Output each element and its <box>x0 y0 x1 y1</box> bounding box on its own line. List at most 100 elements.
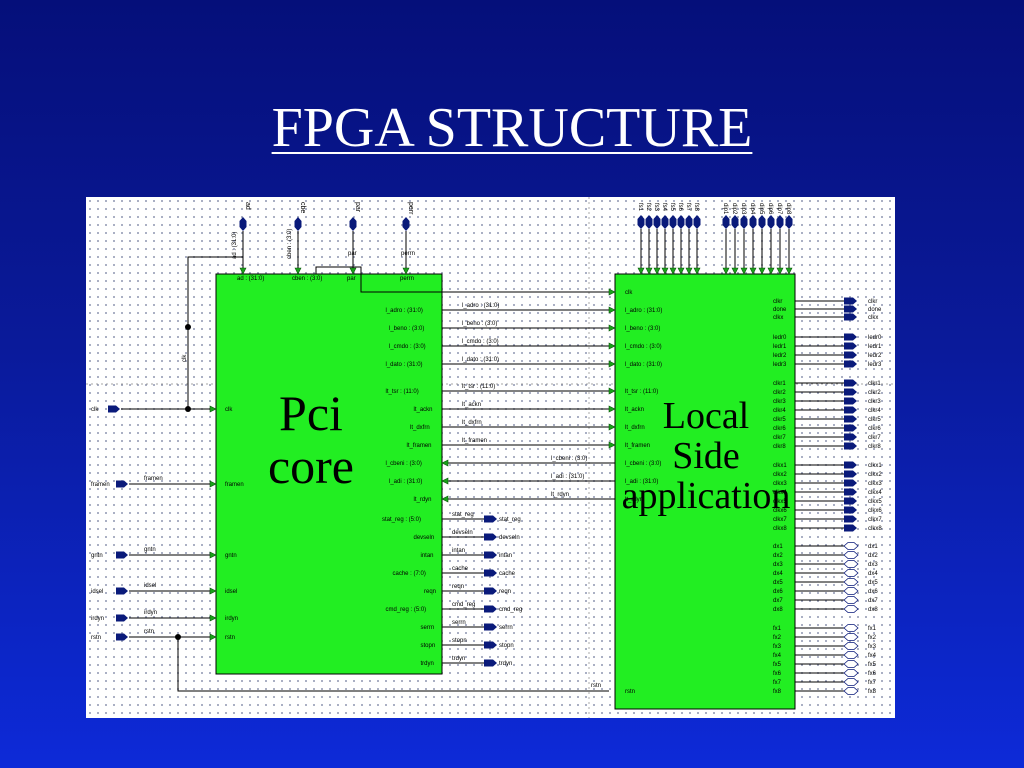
local-right-port-label: clkx1 <box>773 463 787 469</box>
local-top-input-label: fs3 <box>653 203 659 212</box>
local-output-label: clkr1 <box>868 381 881 387</box>
external-input-label: gntn <box>91 553 103 559</box>
local-top-input-port <box>669 215 677 229</box>
local-output-label: clkx1 <box>868 463 882 469</box>
pci-top-port-label: ad : (31:0) <box>237 276 264 282</box>
pci-core-label-line1: Pci <box>279 385 343 441</box>
pci-left-port-arrow <box>209 633 217 641</box>
local-right-port-label: fx7 <box>773 680 782 686</box>
local-top-input-port <box>693 215 701 229</box>
local-output-label: clkx <box>868 315 878 321</box>
local-top-input-label: fs2 <box>645 203 651 212</box>
local-right-port-label: clkr8 <box>773 444 786 450</box>
pci-to-local-net-label: l_cmdo : (3:0) <box>462 339 499 345</box>
external-output-port <box>484 569 497 577</box>
local-top-input-port <box>785 215 793 229</box>
pci-right-port-label: serrn <box>421 625 435 631</box>
local-top-input-label: fs5 <box>669 203 675 212</box>
local-top-input-arrow <box>637 267 645 275</box>
local-output-port <box>844 342 857 350</box>
local-output-label: ledr0 <box>868 335 882 341</box>
external-output-label: stat_reg <box>499 517 521 523</box>
local-output-port <box>844 488 857 496</box>
local-top-input-label: fs1 <box>637 203 643 212</box>
pci-right-port-label: reqn <box>424 589 436 595</box>
local-output-label: fx3 <box>868 644 877 650</box>
pci-left-port-arrow <box>209 614 217 622</box>
local-top-input-arrow <box>776 267 784 275</box>
local-output-port <box>844 297 857 305</box>
external-output-port <box>484 659 497 667</box>
local-output-port <box>844 479 857 487</box>
local-top-input-port <box>740 215 748 229</box>
external-input-port <box>116 551 128 559</box>
external-input-net-label: irdyn <box>144 610 157 616</box>
local-right-port-label: clkx <box>773 315 783 321</box>
local-bidir-port <box>843 596 859 604</box>
local-left-port-arrow <box>608 306 616 314</box>
local-output-port <box>844 424 857 432</box>
external-output-port <box>484 605 497 613</box>
local-right-port-label: done <box>773 307 787 313</box>
external-output-port <box>484 587 497 595</box>
external-top-port <box>239 217 247 231</box>
pci-to-local-net-label: l_beno : (3:0) <box>462 321 497 327</box>
pci-to-local-net-label: l_dato : (31:0) <box>462 357 499 363</box>
pci-right-port-label: l_dato : (31:0) <box>386 362 423 368</box>
pci-right-port-label: cmd_reg : (5:0) <box>386 607 427 613</box>
pci-top-port-arrow <box>349 267 357 275</box>
local-right-port-label: dx5 <box>773 580 783 586</box>
local-top-input-port <box>731 215 739 229</box>
local-top-input-arrow <box>653 267 661 275</box>
local-output-label: ledr3 <box>868 362 882 368</box>
local-top-input-arrow <box>685 267 693 275</box>
local-output-port <box>844 351 857 359</box>
external-output-label: cache <box>499 571 516 577</box>
clk-branch-wire <box>187 256 243 409</box>
local-output-port <box>844 470 857 478</box>
local-output-port <box>844 406 857 414</box>
local-top-input-label: dip6 <box>767 203 773 215</box>
pci-right-port-label: trdyn <box>421 661 434 667</box>
local-left-port-arrow <box>608 405 616 413</box>
pci-output-net-label: reqn <box>452 584 464 590</box>
pci-to-local-net-label: l_adro : (31:0) <box>462 303 499 309</box>
local-bidir-port <box>843 560 859 568</box>
pci-right-port-label: l_adro : (31:0) <box>386 308 423 314</box>
local-bidir-port <box>843 642 859 650</box>
pci-top-port-label: par <box>347 276 356 282</box>
local-top-input-label: fs4 <box>661 203 667 212</box>
local-to-pci-net-label: l_cbeni : (3:0) <box>551 456 587 462</box>
local-to-pci-net-label: lt_rdyn <box>551 492 569 498</box>
local-top-input-port <box>758 215 766 229</box>
external-output-port <box>484 641 497 649</box>
local-top-input-arrow <box>693 267 701 275</box>
local-top-input-label: dip4 <box>749 203 755 215</box>
local-bidir-port <box>843 587 859 595</box>
local-right-port-label: clkx6 <box>773 508 787 514</box>
external-output-port <box>484 533 497 541</box>
local-left-port-label: lt_rdyn <box>625 497 643 503</box>
local-output-label: dx2 <box>868 553 878 559</box>
external-output-label: intan <box>499 553 512 559</box>
local-top-input-label: dip1 <box>722 203 728 215</box>
pci-output-net-label: cmd_reg <box>452 602 475 608</box>
local-top-input-label: dip3 <box>740 203 746 215</box>
pci-output-net-label: serrn <box>452 620 466 626</box>
pci-core-block <box>215 273 443 675</box>
external-input-port <box>116 614 128 622</box>
pci-right-port-label: stat_reg : (5:0) <box>382 517 421 523</box>
local-output-label: dx3 <box>868 562 878 568</box>
local-right-port-label: ledr2 <box>773 353 787 359</box>
pci-core-label: Pci core <box>246 387 376 492</box>
local-output-label: clkr5 <box>868 417 881 423</box>
pci-left-port-label: idsel <box>225 589 237 595</box>
pci-top-port-label: perrn <box>400 276 414 282</box>
net-label-cben: cben : (3:0) <box>287 229 293 259</box>
local-top-input-port <box>749 215 757 229</box>
local-clk-arrow <box>608 288 616 296</box>
clk-junction <box>185 406 191 412</box>
pci-left-port-arrow <box>209 480 217 488</box>
local-output-label: dx4 <box>868 571 878 577</box>
